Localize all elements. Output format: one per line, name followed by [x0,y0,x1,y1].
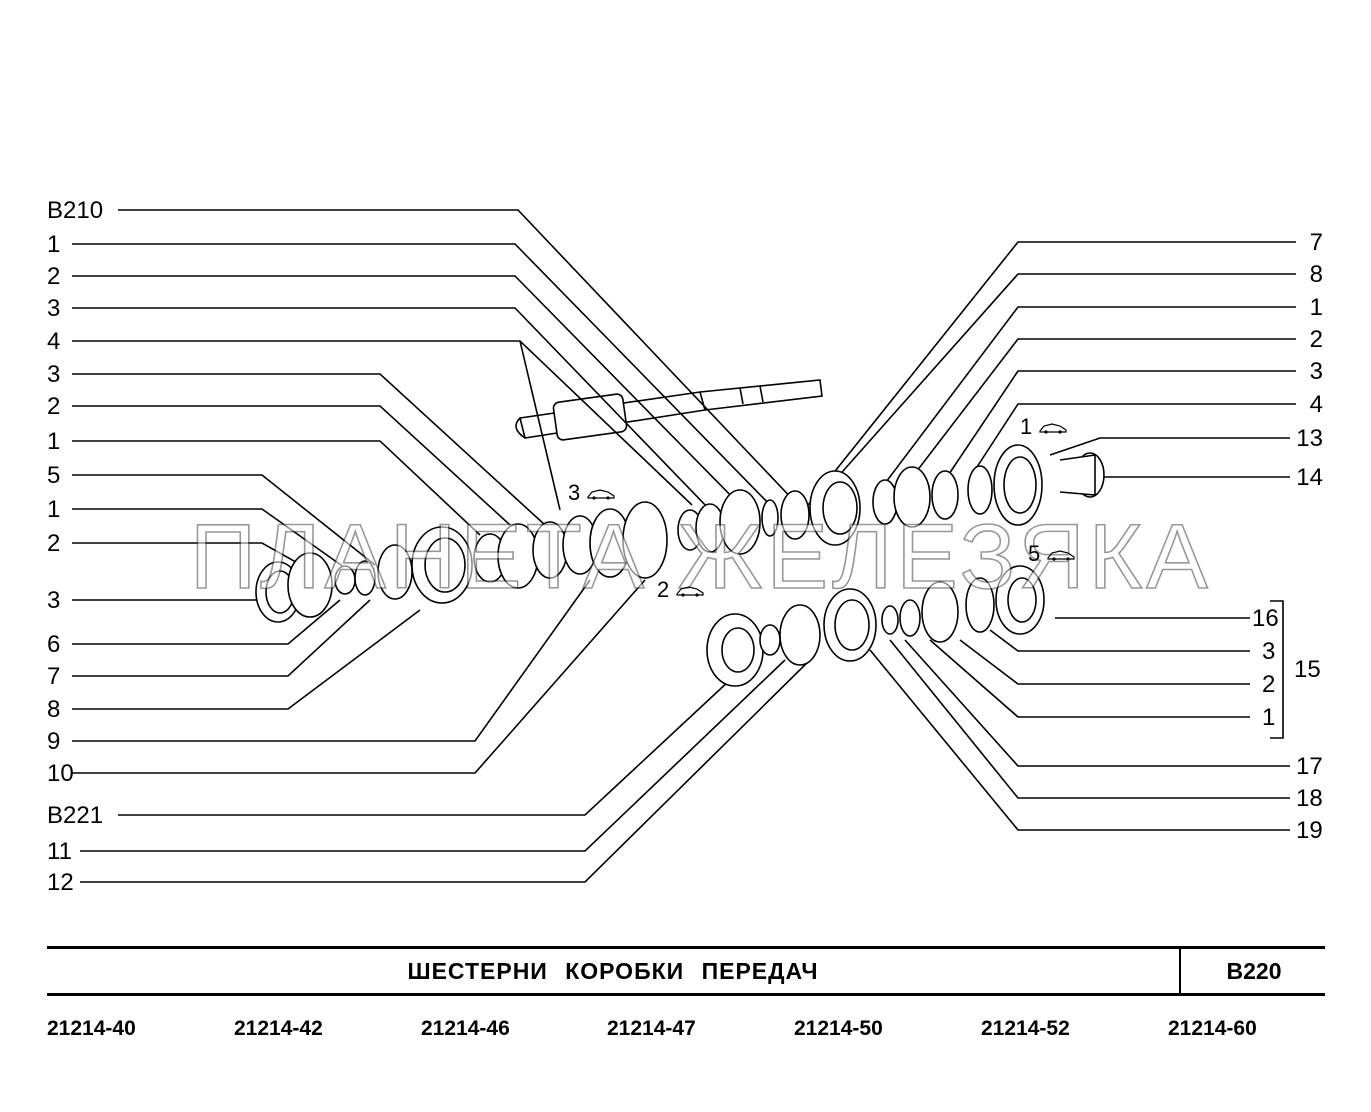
left-callout: 6 [47,631,61,658]
car-icon [676,586,704,597]
page-title: ШЕСТЕРНИ КОРОБКИ ПЕРЕДАЧ [407,957,819,984]
left-callout: 2 [47,530,61,557]
left-callout: 4 [47,328,61,355]
left-parts [255,444,1105,623]
left-callout: 1 [47,428,61,455]
left-callout: 1 [47,496,61,523]
left-callout: 3 [47,295,61,322]
watermark-text: ПЛАНЕТА ЖЕЛЕЗЯКА [189,505,1212,609]
right-callout: 7 [1309,229,1323,256]
model-code: 21214-47 [607,1017,696,1040]
car-note-number: 1 [1020,414,1033,439]
model-code: 21214-50 [794,1017,883,1040]
leader-lines-right [807,241,1296,831]
car-icon [1047,550,1075,561]
left-callout: 3 [47,587,61,614]
left-callout: 2 [47,393,61,420]
car-note-number: 3 [568,480,581,505]
left-callout: 10 [47,760,74,787]
right-callout: 13 [1296,425,1323,452]
car-note: 5 [1028,543,1076,565]
left-callout: 8 [47,696,61,723]
left-callout: B221 [47,802,104,829]
right-lower-callout: 2 [1262,671,1276,698]
left-callout: 12 [47,869,74,896]
model-code: 21214-40 [47,1017,136,1040]
right-callout: 4 [1309,391,1323,418]
car-note: 2 [657,579,705,601]
model-list: 21214-40 21214-42 21214-46 21214-47 2121… [47,1017,1325,1043]
right-lower-callout: 18 [1296,785,1323,812]
right-lower-callout: 3 [1262,638,1276,665]
left-callout: 7 [47,663,61,690]
left-callout: 1 [47,231,61,258]
model-code: 21214-46 [421,1017,510,1040]
group-label: 15 [1294,656,1321,683]
right-callout: 1 [1309,294,1323,321]
car-icon [1039,423,1067,434]
model-code: 21214-60 [1168,1017,1257,1040]
model-code: 21214-42 [234,1017,323,1040]
leader-lines-left [72,209,816,883]
car-note: 1 [1020,416,1068,438]
model-code: 21214-52 [981,1017,1070,1040]
diagram-code: B220 [1179,949,1327,993]
left-callout: 3 [47,361,61,388]
car-note: 3 [568,482,616,504]
left-callout: 9 [47,728,61,755]
car-note-number: 2 [657,577,670,602]
right-lower-callout: 17 [1296,753,1323,780]
car-icon [587,489,615,500]
right-callout: 8 [1309,261,1323,288]
left-callout: 5 [47,462,61,489]
lower-parts [706,565,1045,687]
left-callout: 2 [47,263,61,290]
right-lower-callout: 19 [1296,817,1323,844]
right-lower-callout: 16 [1252,605,1279,632]
right-callout: 3 [1309,358,1323,385]
left-callout: 11 [47,838,72,865]
right-callout: 14 [1296,464,1323,491]
left-callout: B210 [47,197,104,224]
right-lower-callout: 1 [1262,704,1276,731]
car-note-number: 5 [1028,541,1041,566]
title-block: ШЕСТЕРНИ КОРОБКИ ПЕРЕДАЧ B220 [47,946,1325,996]
right-callout: 2 [1309,326,1323,353]
